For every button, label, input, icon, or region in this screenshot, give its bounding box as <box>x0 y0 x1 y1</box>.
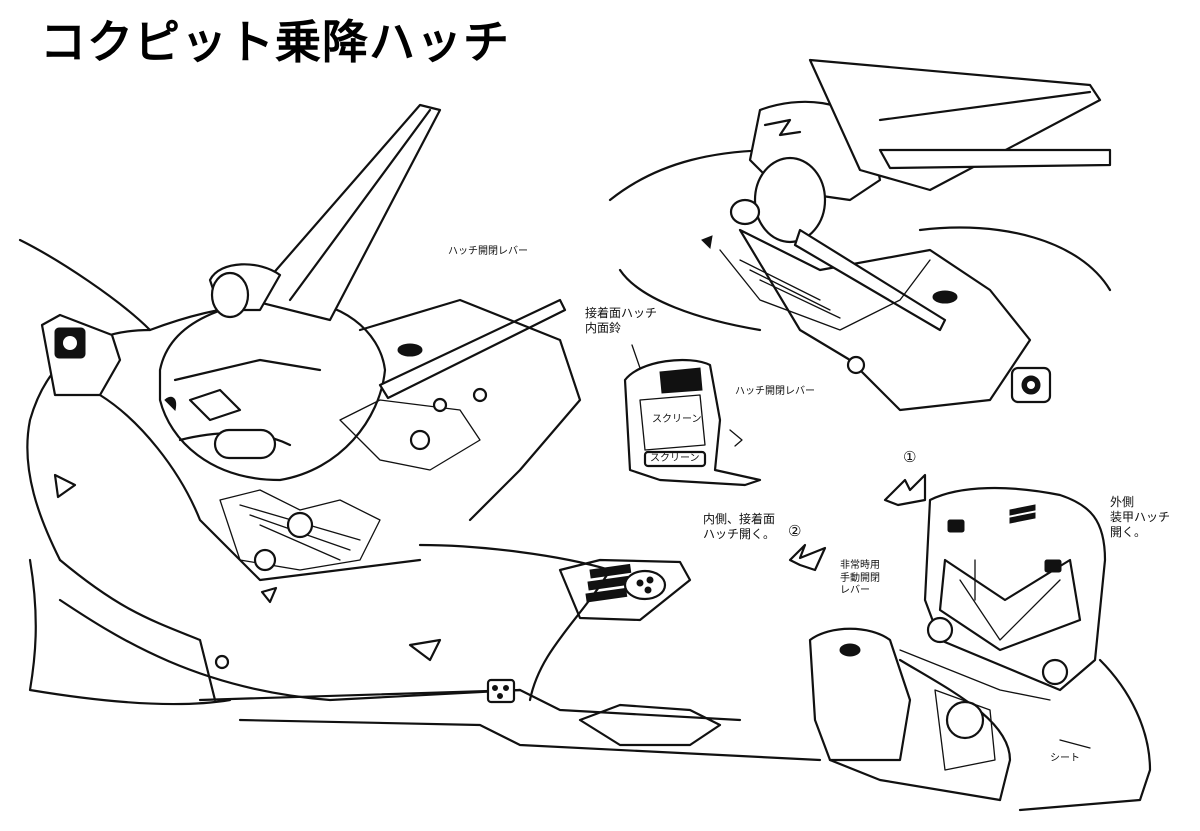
head-closeup-drawing <box>608 58 1112 412</box>
annotation-inner-surface-header: 接着面ハッチ 内面鈴 <box>585 306 658 335</box>
annotation-screen-2: スクリーン <box>650 453 700 464</box>
annotation-step-2: ② <box>788 522 802 540</box>
sheet-title: コクピット乗降ハッチ <box>40 15 510 69</box>
annotation-outer-open: 外側 装甲ハッチ 開く。 <box>1110 495 1171 539</box>
annotation-step-1: ① <box>903 448 917 466</box>
inner-hatch-detail-drawing <box>623 344 762 487</box>
annotation-inner-open: 内側、接着面 ハッチ開く。 <box>703 512 776 541</box>
annotation-screen-1: スクリーン <box>652 414 702 425</box>
annotation-lever-top: ハッチ開閉レバー <box>448 246 528 257</box>
annotation-seat: シート <box>1050 753 1080 764</box>
open-hatch-drawing <box>788 473 1152 812</box>
annotation-hatch-lever: ハッチ開閉レバー <box>735 386 815 397</box>
annotation-emergency-lever: 非常時用 手動開閉 レバー <box>840 560 880 596</box>
main-mecha-drawing <box>18 103 822 762</box>
